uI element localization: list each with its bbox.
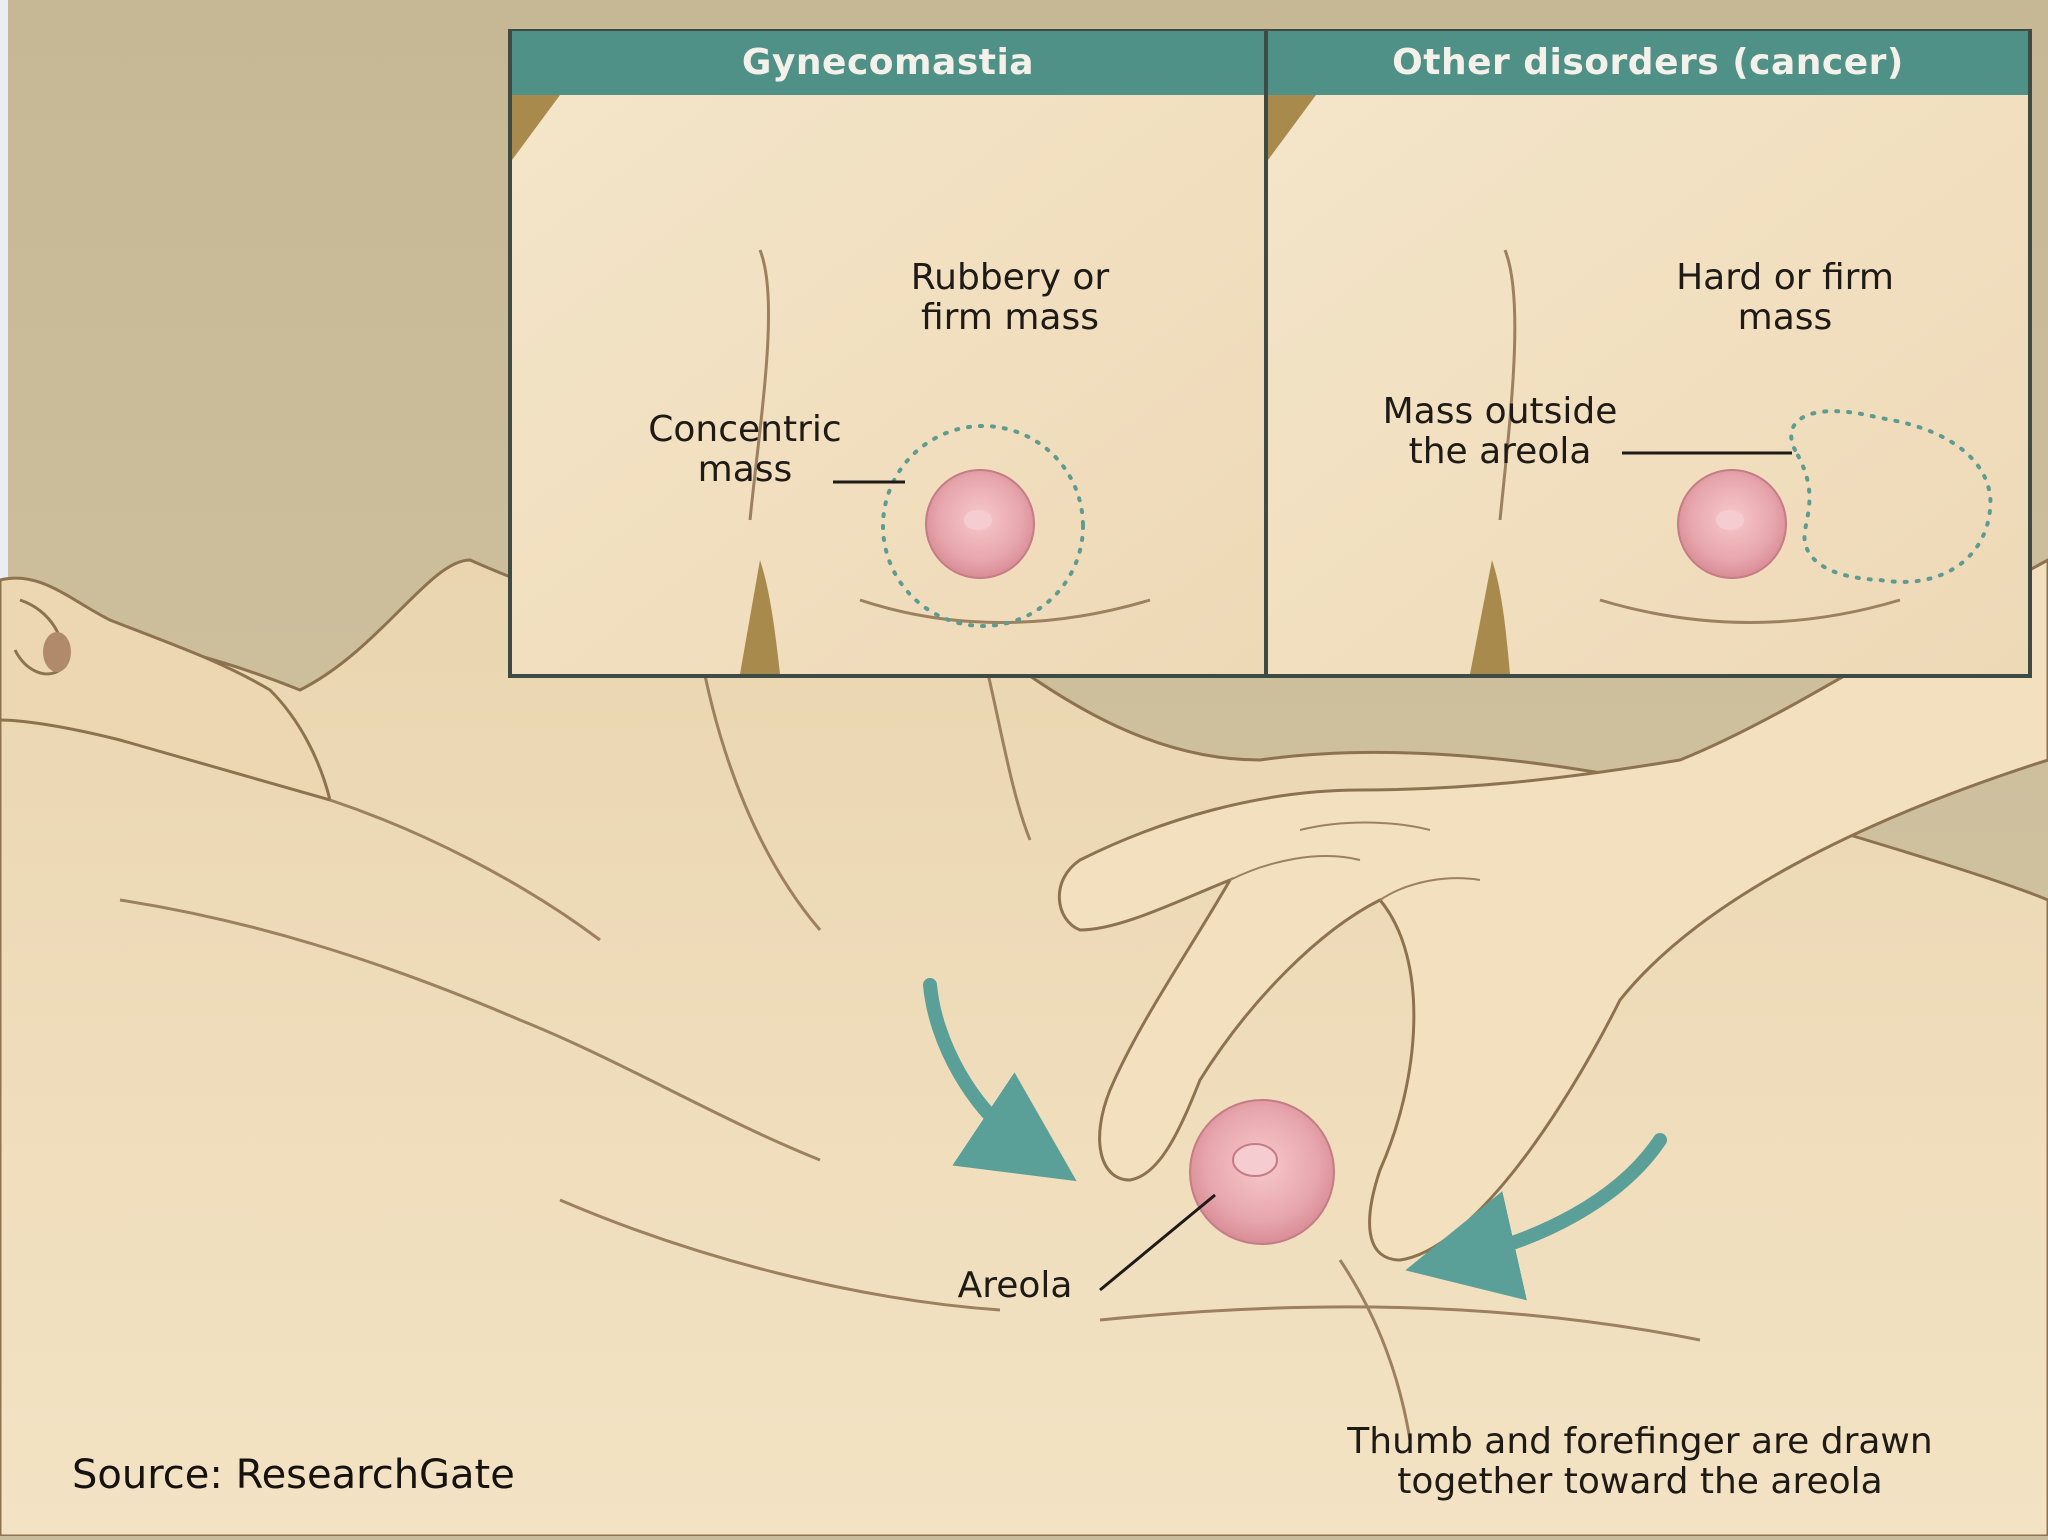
caption: Thumb and forefinger are drawn together … (1347, 1421, 1933, 1502)
right-panel-header: Other disorders (cancer) (1268, 31, 2028, 95)
left-panel-dotted-mass (881, 424, 1085, 628)
areola-leader (1099, 1193, 1216, 1292)
right-panel-skin (1268, 95, 2028, 674)
left-panel-header: Gynecomastia (512, 31, 1264, 95)
right-label-hard-mass: Hard or firm mass (1676, 257, 1894, 338)
left-label-rubbery-mass: Rubbery or firm mass (910, 257, 1110, 338)
nostril (43, 632, 71, 672)
left-panel-skin (512, 95, 1264, 674)
areola-label: Areola (957, 1265, 1073, 1306)
arrow-left (923, 978, 1077, 1182)
source-credit: Source: ResearchGate (72, 1452, 515, 1498)
head (0, 576, 333, 803)
left-label-concentric-mass: Concentric mass (648, 409, 842, 490)
arrow-right (1405, 1133, 1667, 1301)
right-panel-dotted-mass (1789, 409, 1993, 584)
right-label-mass-outside-areola: Mass outside the areola (1382, 391, 1618, 472)
